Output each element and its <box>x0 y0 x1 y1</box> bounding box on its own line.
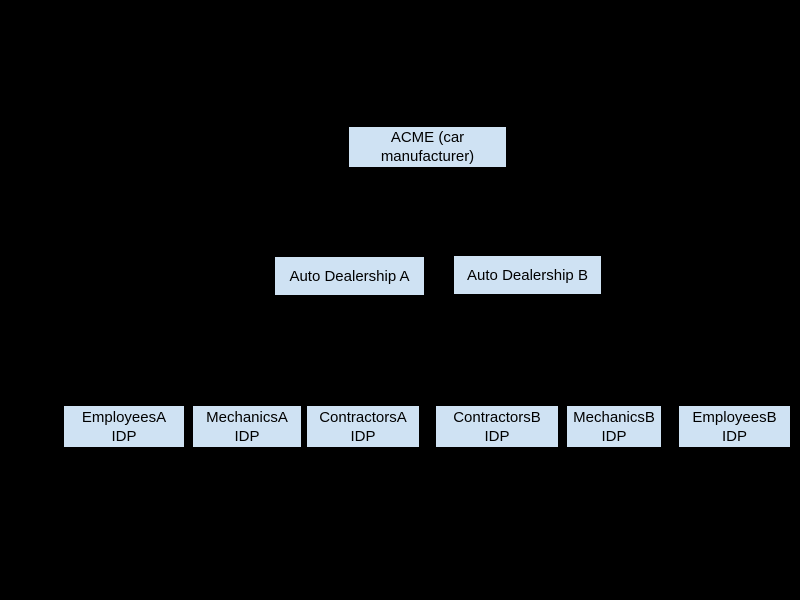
node-contractors-b-idp-label: ContractorsB IDP <box>453 408 541 445</box>
node-auto-dealership-b: Auto Dealership B <box>453 255 602 295</box>
node-mechanics-b-idp: MechanicsB IDP <box>566 405 662 448</box>
node-auto-dealership-b-label: Auto Dealership B <box>467 266 588 284</box>
node-employees-a-idp: EmployeesA IDP <box>63 405 185 448</box>
node-mechanics-b-idp-label: MechanicsB IDP <box>573 408 655 445</box>
node-auto-dealership-a-label: Auto Dealership A <box>289 267 410 285</box>
node-contractors-a-idp: ContractorsA IDP <box>306 405 420 448</box>
node-auto-dealership-a: Auto Dealership A <box>274 256 425 296</box>
node-mechanics-a-idp-label: MechanicsA IDP <box>206 408 288 445</box>
node-employees-a-idp-label: EmployeesA IDP <box>81 408 167 445</box>
node-mechanics-a-idp: MechanicsA IDP <box>192 405 302 448</box>
node-acme-label: ACME (car manufacturer) <box>380 129 475 165</box>
node-employees-b-idp-label: EmployeesB IDP <box>692 408 777 445</box>
node-contractors-a-idp-label: ContractorsA IDP <box>319 408 407 445</box>
node-acme: ACME (car manufacturer) <box>348 126 507 168</box>
node-employees-b-idp: EmployeesB IDP <box>678 405 791 448</box>
node-contractors-b-idp: ContractorsB IDP <box>435 405 559 448</box>
